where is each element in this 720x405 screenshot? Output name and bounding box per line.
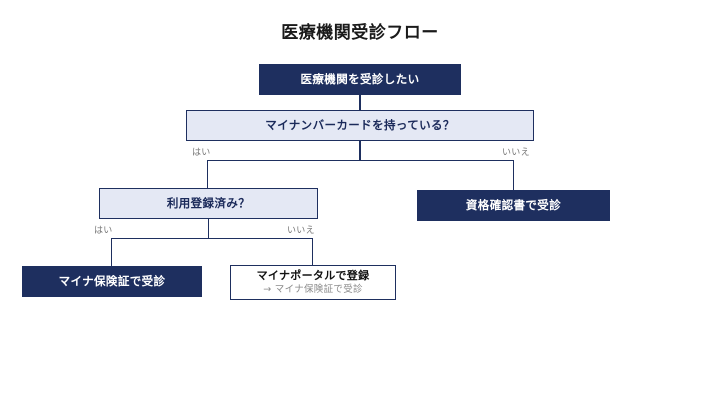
edge-label-card-yes: はい xyxy=(192,148,211,158)
connector-card-bar xyxy=(207,159,513,161)
connector-start-to-card xyxy=(359,95,361,110)
node-portal-register-label: マイナポータルで登録 xyxy=(256,268,370,282)
edge-label-registered-no: いいえ xyxy=(287,226,315,236)
connector-registered-stub xyxy=(207,219,209,238)
edge-label-card-no: いいえ xyxy=(502,148,530,158)
node-cert-visit-label: 資格確認書で受診 xyxy=(465,198,562,213)
connector-registered-yes-drop xyxy=(111,237,113,267)
node-portal-register-sublabel: → マイナ保険証で受診 xyxy=(263,284,363,296)
node-decision-has-card-label: マイナンバーカードを持っている？ xyxy=(265,118,455,133)
edge-label-registered-yes: はい xyxy=(94,226,113,236)
node-start-label: 医療機関を受診したい xyxy=(300,72,420,87)
node-portal-register[interactable]: マイナポータルで登録 → マイナ保険証で受診 xyxy=(230,265,396,300)
connector-card-yes-drop xyxy=(207,159,209,188)
connector-card-no-drop xyxy=(512,159,514,190)
connector-card-stub xyxy=(359,141,361,160)
node-decision-registered-label: 利用登録済み？ xyxy=(166,196,251,211)
node-myna-insurance[interactable]: マイナ保険証で受診 xyxy=(22,266,202,297)
page-title: 医療機関受診フロー xyxy=(281,23,439,43)
node-myna-insurance-label: マイナ保険証で受診 xyxy=(58,274,166,289)
node-start[interactable]: 医療機関を受診したい xyxy=(259,64,461,95)
connector-registered-no-drop xyxy=(311,237,314,266)
connector-registered-bar xyxy=(111,237,313,239)
node-decision-has-card[interactable]: マイナンバーカードを持っている？ xyxy=(186,110,534,141)
node-cert-visit[interactable]: 資格確認書で受診 xyxy=(417,190,610,221)
node-decision-registered[interactable]: 利用登録済み？ xyxy=(99,188,318,219)
